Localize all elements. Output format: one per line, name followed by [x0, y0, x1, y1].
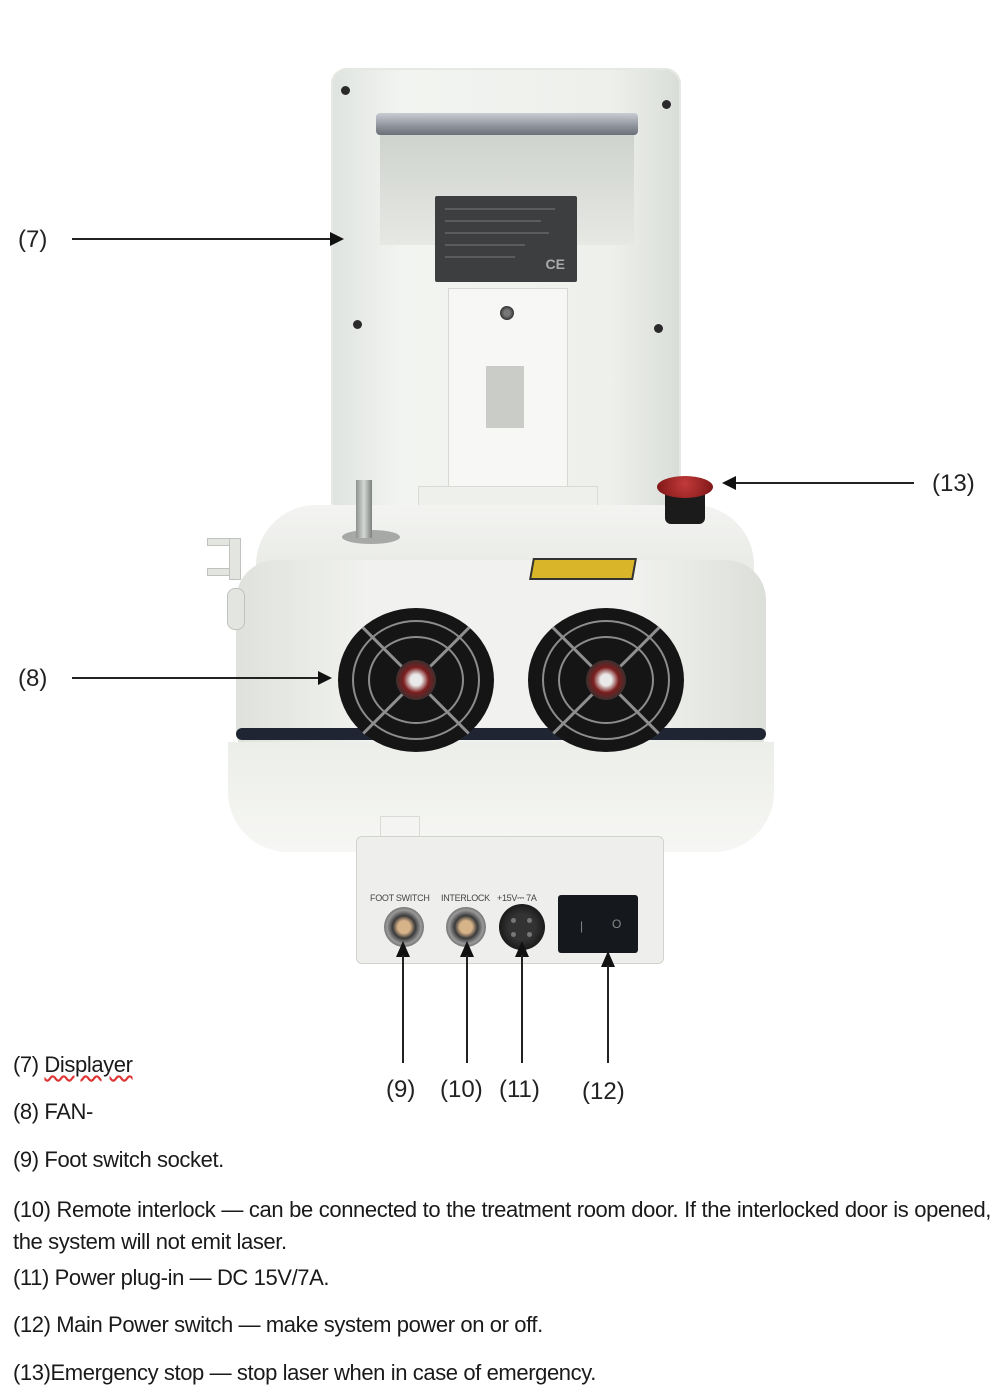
switch-on-symbol: | [580, 919, 584, 933]
ce-mark: CE [545, 256, 565, 272]
screw-icon [662, 100, 671, 109]
callout-8-label: (8) [18, 665, 48, 692]
foot-switch-socket[interactable] [384, 907, 424, 947]
arrow-right-icon [330, 232, 344, 246]
screw-icon [341, 86, 350, 95]
screw-icon [500, 306, 514, 320]
legend-item-13: (13)Emergency stop — stop laser when in … [13, 1360, 596, 1385]
handpiece-holder [203, 538, 245, 638]
power-panel-label: +15V⎓ 7A [497, 893, 537, 903]
accent-stripe [236, 728, 766, 740]
switch-off-symbol: O [612, 917, 622, 931]
fan-left [338, 608, 494, 752]
handpiece-post [356, 480, 372, 538]
display-handle [376, 113, 638, 135]
callout-10-arrow [466, 955, 468, 1063]
laser-warning-label [529, 558, 637, 580]
main-power-switch[interactable]: | O [558, 895, 638, 953]
callout-8-arrow [72, 677, 322, 679]
callout-9-label: (9) [386, 1076, 416, 1103]
legend-item-9: (9) Foot switch socket. [13, 1147, 224, 1172]
callout-7-arrow [72, 238, 334, 240]
emergency-stop-button[interactable] [657, 476, 713, 498]
screw-icon [654, 324, 663, 333]
arrow-left-icon [722, 476, 736, 490]
callout-7-label: (7) [18, 226, 48, 253]
arrow-up-icon [460, 941, 474, 957]
arrow-up-icon [396, 941, 410, 957]
legend-item-8: (8) FAN- [13, 1099, 93, 1124]
interlock-socket[interactable] [446, 907, 486, 947]
callout-11-arrow [521, 955, 523, 1063]
arrow-up-icon [515, 941, 529, 957]
rating-label-plate: CE [435, 196, 577, 282]
legend-item-11: (11) Power plug-in — DC 15V/7A. [13, 1265, 330, 1290]
callout-12-label: (12) [582, 1078, 625, 1105]
foot-switch-panel-label: FOOT SWITCH [370, 893, 430, 903]
fan-right [528, 608, 684, 752]
legend-item-10: (10) Remote interlock — can be connected… [13, 1197, 991, 1254]
callout-12-arrow [607, 965, 609, 1063]
callout-13-label: (13) [932, 470, 975, 497]
callout-9-arrow [402, 955, 404, 1063]
legend-item-12: (12) Main Power switch — make system pow… [13, 1312, 543, 1337]
emergency-stop-stem [665, 494, 705, 524]
bracket-window [486, 366, 524, 428]
arrow-right-icon [318, 671, 332, 685]
fan-icon [396, 660, 436, 700]
callout-10-label: (10) [440, 1076, 483, 1103]
screw-icon [353, 320, 362, 329]
callout-13-arrow [734, 482, 914, 484]
arrow-up-icon [601, 951, 615, 967]
legend-item-7: (7) Displayer [13, 1052, 133, 1077]
interlock-panel-label: INTERLOCK [441, 893, 490, 903]
callout-11-label: (11) [499, 1076, 540, 1103]
fan-icon [586, 660, 626, 700]
device-base [228, 742, 774, 852]
